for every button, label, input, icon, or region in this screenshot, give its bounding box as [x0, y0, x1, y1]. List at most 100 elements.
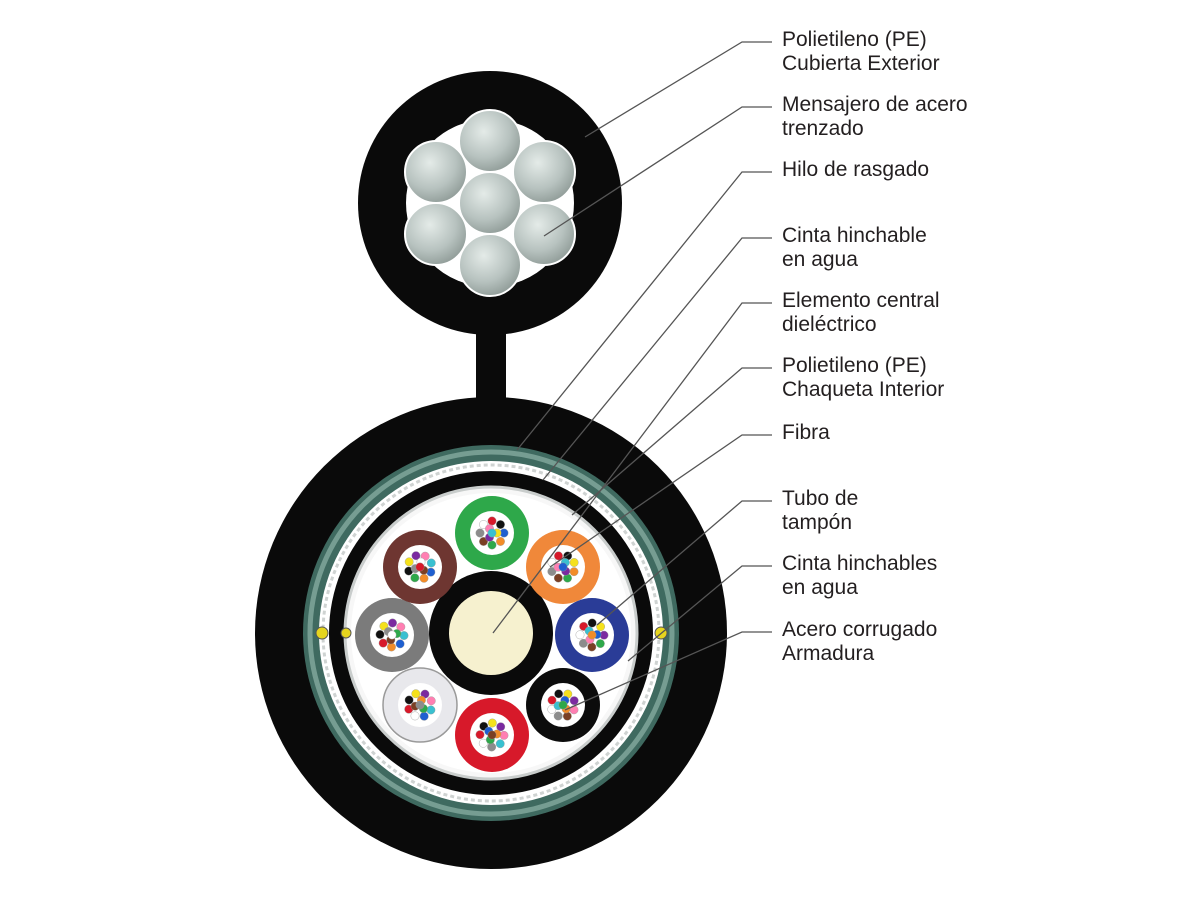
fiber	[562, 711, 572, 721]
label-line: Cubierta Exterior	[782, 52, 940, 75]
fiber	[496, 722, 506, 732]
label-line: en agua	[782, 248, 858, 271]
fiber	[419, 711, 429, 721]
blue-tube	[555, 598, 629, 672]
fiber	[404, 695, 414, 705]
ripcord-left	[315, 626, 329, 640]
fiber	[395, 639, 405, 649]
fiber	[569, 558, 579, 567]
fiber	[554, 689, 564, 699]
fiber	[587, 618, 597, 628]
leader-line-water-blocking-tape	[542, 237, 772, 481]
leader-line-steel-messenger	[543, 106, 772, 237]
label-line: Fibra	[782, 421, 830, 444]
fiber	[569, 567, 579, 577]
label-line: Polietileno (PE)	[782, 28, 927, 51]
label-line: Elemento central	[782, 289, 940, 312]
fiber	[575, 630, 585, 640]
fiber	[415, 700, 425, 710]
label-line: tampón	[782, 511, 853, 534]
fiber	[487, 742, 497, 752]
green-tube	[455, 496, 529, 570]
label-line: Cinta hinchable	[782, 224, 927, 247]
steel-strand	[458, 233, 522, 297]
fiber	[558, 700, 568, 710]
label-line: trenzado	[782, 117, 864, 140]
leader-line-central-member	[492, 302, 772, 634]
leader-lines	[492, 41, 772, 711]
label-line: Acero corrugado	[782, 618, 938, 641]
label-line: en agua	[782, 576, 858, 599]
fiber	[496, 537, 505, 546]
fiber	[478, 738, 488, 748]
fiber	[388, 618, 397, 628]
messenger-unit	[358, 71, 622, 420]
steel-strand	[512, 202, 576, 266]
fiber	[553, 711, 563, 721]
fiber	[378, 638, 388, 648]
steel-strand	[458, 171, 522, 235]
leader-line-inner-jacket	[571, 367, 772, 516]
fiber	[426, 696, 436, 706]
leader-line-fiber	[549, 434, 772, 568]
fiber	[595, 639, 605, 649]
fiber	[475, 528, 485, 538]
label-ripcord: Hilo de rasgado	[782, 158, 929, 182]
leader-line-water-blocking-tapes	[627, 565, 772, 662]
label-line: dieléctrico	[782, 313, 877, 336]
fiber	[387, 630, 397, 640]
label-line: Cinta hinchables	[782, 552, 938, 575]
label-line: Hilo de rasgado	[782, 158, 930, 181]
steel-messenger-strands	[404, 109, 576, 297]
fiber	[554, 551, 563, 561]
brown-tube	[383, 530, 457, 604]
red-tube	[455, 698, 529, 772]
label-line: Chaqueta Interior	[782, 378, 945, 401]
fiber	[496, 520, 505, 529]
fiber	[487, 718, 497, 728]
fiber	[578, 638, 588, 648]
fiber	[426, 558, 436, 568]
label-inner-jacket: Polietileno (PE)Chaqueta Interior	[782, 354, 944, 402]
label-fiber: Fibra	[782, 421, 830, 445]
leader-line-buffer-tube	[596, 500, 772, 626]
fiber	[587, 642, 597, 652]
leader-line-outer-sheath	[584, 41, 772, 138]
fiber	[396, 622, 406, 632]
label-outer-sheath: Polietileno (PE)Cubierta Exterior	[782, 28, 940, 76]
leader-line-corrugated-steel	[564, 631, 772, 711]
buffer-tubes	[355, 496, 629, 772]
fiber	[587, 630, 597, 640]
fiber	[419, 573, 429, 583]
fiber	[475, 730, 485, 740]
fiber	[404, 557, 414, 567]
fiber	[558, 562, 568, 572]
fiber	[547, 567, 557, 576]
label-line: Armadura	[782, 642, 875, 665]
armor-highlight	[307, 449, 675, 817]
fiber	[495, 739, 505, 749]
ripcord-inner-left	[340, 627, 352, 639]
label-line: Mensajero de acero	[782, 93, 968, 116]
steel-strand	[458, 109, 522, 173]
white-tube	[382, 667, 458, 743]
dielectric-central-member	[449, 591, 533, 675]
fiber	[410, 573, 420, 583]
fiber	[410, 711, 420, 721]
orange-tube	[526, 530, 600, 604]
label-line: Tubo de	[782, 487, 859, 510]
fiber	[411, 689, 421, 699]
main-cable	[255, 397, 727, 869]
black-tube	[526, 668, 600, 742]
fiber	[426, 705, 436, 715]
gray-tube	[355, 598, 429, 672]
fiber	[553, 573, 563, 583]
steel-strand	[404, 202, 468, 266]
